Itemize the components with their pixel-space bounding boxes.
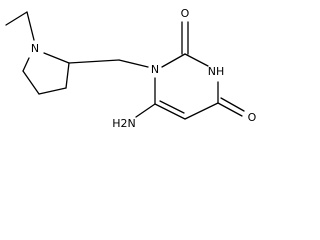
bond-ch2-n1 <box>118 59 149 68</box>
bond-c4-o4-b <box>220 97 245 112</box>
bond-c2-c3 <box>65 62 70 89</box>
bond-c5-c6-b <box>159 100 185 114</box>
methylene-linker <box>68 59 149 68</box>
ethyl-group <box>5 11 35 41</box>
atom-label-n-pyrrolidine: N <box>31 42 39 55</box>
bond-ethyl-ch2-n <box>26 11 35 41</box>
bond-ethyl-ch3-ch2 <box>5 11 28 26</box>
bond-c5-c6-a <box>154 103 186 120</box>
pyrrolidine-ring <box>22 52 70 95</box>
atom-label-nh3: NH <box>208 65 225 78</box>
bond-c6-nh2 <box>135 103 156 118</box>
molecule-diagram: N N O NH O H2N <box>5 7 257 130</box>
atom-label-n1: N <box>151 63 159 76</box>
bond-c4-c5 <box>22 70 40 95</box>
carbonyl-c4 <box>217 97 245 117</box>
bond-c5-n <box>22 57 30 72</box>
bond-c4-c5 <box>184 102 219 120</box>
atom-label-h2n6: H2N <box>112 117 136 130</box>
bond-n1-c2 <box>161 53 186 68</box>
uracil-ring <box>154 53 219 120</box>
bond-c2-n3 <box>184 53 209 67</box>
bond-c4-o4-a <box>217 102 243 117</box>
atom-label-o2: O <box>181 7 190 20</box>
atom-label-o4: O <box>248 111 257 124</box>
bond-n-c2 <box>43 52 70 64</box>
bond-c3-c4 <box>38 87 67 95</box>
bond-c2-ch2 <box>68 59 120 64</box>
carbonyl-c2 <box>181 21 189 55</box>
